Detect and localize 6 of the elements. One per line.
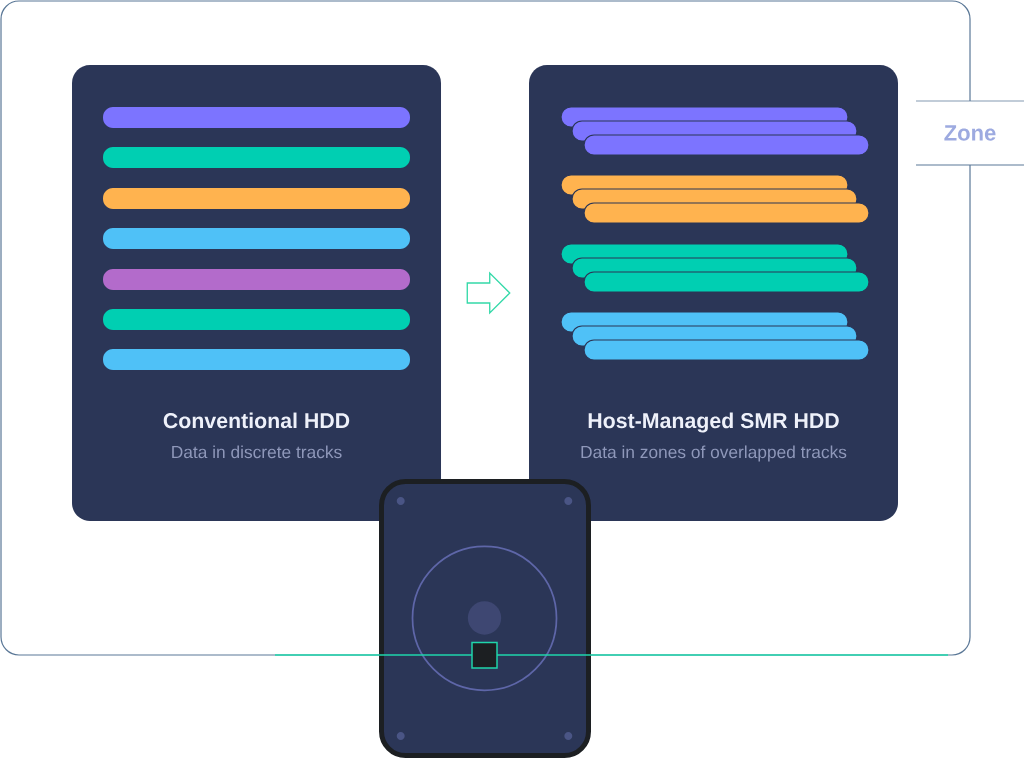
panel-subtitle: Data in discrete tracks <box>172 445 342 459</box>
panel-title: Conventional HDD <box>163 412 350 429</box>
panel-subtitle: Data in zones of overlapped tracks <box>581 445 847 462</box>
block-arrow <box>466 271 511 315</box>
panel-title: Host-Managed SMR HDD <box>588 412 839 433</box>
zone-label: Zone <box>944 125 996 141</box>
